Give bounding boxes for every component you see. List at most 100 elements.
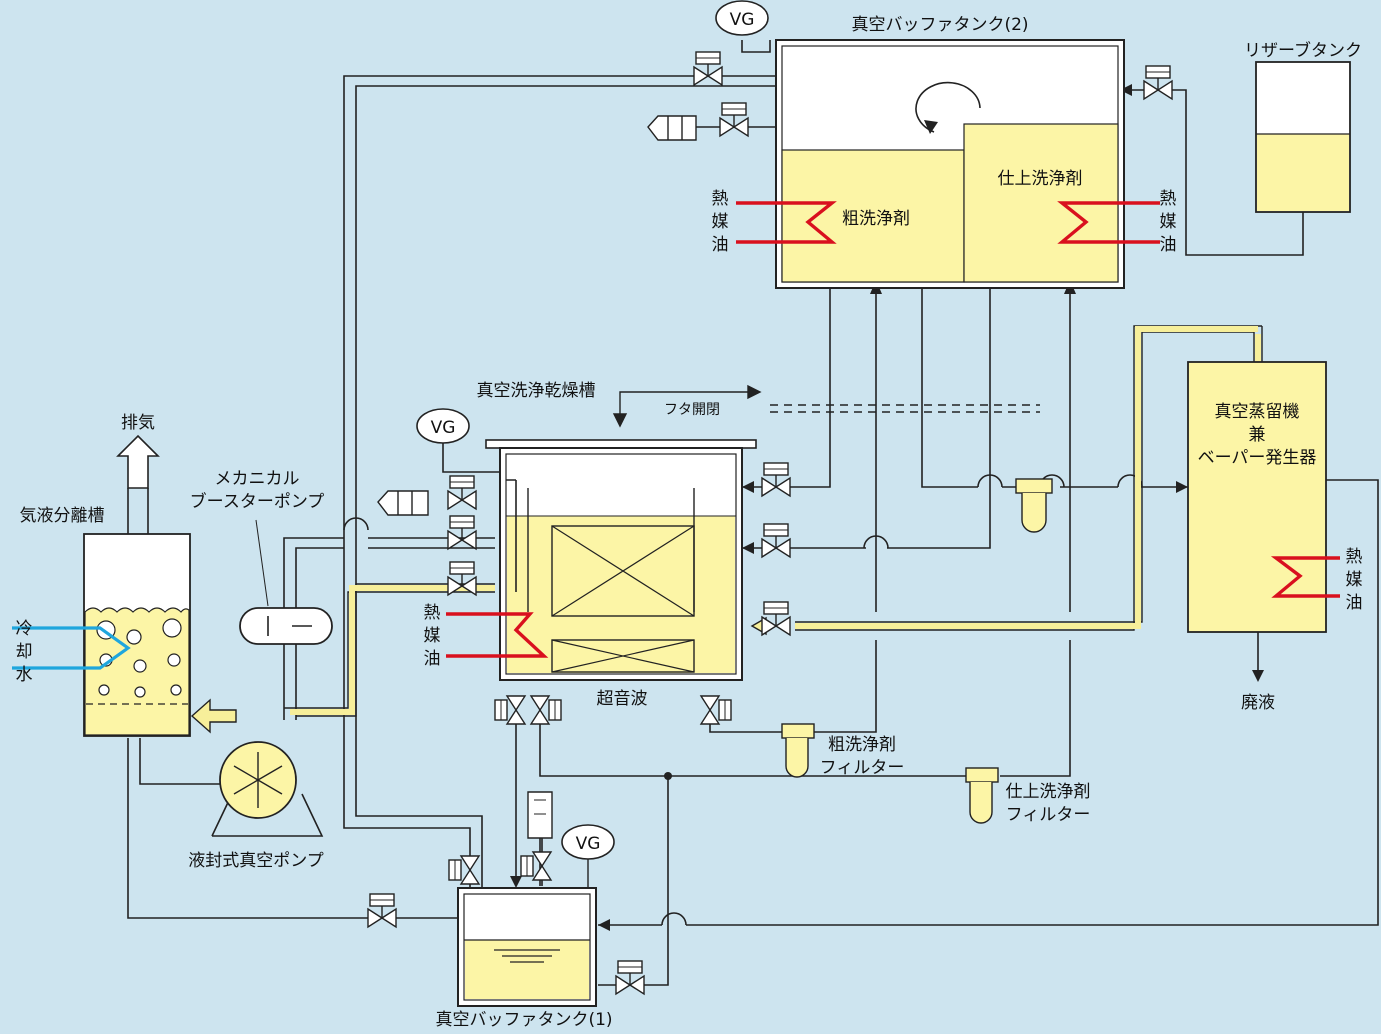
solenoid-valve [761,523,791,559]
heat-oil-label-2: 熱 媒 油 [1160,189,1177,255]
svg-text:油: 油 [712,235,729,255]
svg-text:却: 却 [16,642,33,662]
drain-valve [448,855,481,885]
svg-text:メカニカル: メカニカル [215,469,300,489]
work-basket [551,525,695,617]
rough-detergent-liquid [781,149,965,283]
heat-oil-label-3: 熱 媒 油 [424,603,441,669]
cooling-coil [12,626,131,670]
svg-text:媒: 媒 [424,626,441,646]
waste-liquid-label: 廃液 [1241,693,1275,713]
svg-text:冷: 冷 [16,619,33,639]
solenoid-valve [761,462,791,498]
washer-lid [485,439,757,449]
booster-pump-label: メカニカル ブースターポンプ [190,469,325,512]
solenoid-valve [615,960,645,996]
heater-washer [446,612,549,658]
liquid-ring-pump-label: 液封式真空ポンプ [188,851,324,871]
svg-text:熱: 熱 [712,189,729,209]
overflow-arrow [915,81,981,133]
svg-text:ベーパー発生器: ベーパー発生器 [1198,448,1317,468]
svg-text:粗洗浄剤: 粗洗浄剤 [828,735,896,755]
reserve-tank-label: リザーブタンク [1244,40,1362,61]
ultrasonic-label: 超音波 [597,689,648,709]
drain-valve [699,695,732,725]
svg-text:油: 油 [1160,235,1177,255]
svg-text:VG: VG [431,418,456,438]
svg-text:フィルター: フィルター [820,758,905,778]
vapor-pipe-fill [290,326,1261,715]
buffer-tank-1 [457,791,597,1007]
svg-text:水: 水 [16,665,33,685]
reserve-tank [1255,61,1351,213]
svg-text:仕上洗浄剤: 仕上洗浄剤 [1006,782,1091,802]
valves [367,51,1173,996]
svg-text:VG: VG [730,10,755,30]
solenoid-valve [367,893,397,929]
svg-text:媒: 媒 [712,212,729,232]
rough-filter-return [806,290,877,733]
heat-oil-label-4: 熱 媒 油 [1346,547,1363,613]
solenoid-valve [761,601,791,637]
gas-liquid-separator [12,434,191,737]
heat-oil-label-1: 熱 媒 油 [712,189,729,255]
mechanical-booster-pump [239,519,333,645]
rough-detergent-label: 粗洗浄剤 [842,209,910,229]
drain-valve [529,695,562,725]
distiller-feed-line [921,287,1188,488]
lid-open-label: フタ開閉 [664,402,720,418]
svg-text:真空蒸留機: 真空蒸留機 [1215,402,1300,422]
buffer-tank-2 [775,39,1125,289]
solenoid-valve [447,561,477,597]
finish-filter-return [1000,290,1071,777]
solenoid-valve [447,475,477,511]
bubbles [96,618,182,698]
svg-text:油: 油 [424,649,441,669]
distiller-feed-filter [1015,478,1053,533]
heater-tank2-right [1057,201,1160,244]
drain-valve [520,851,553,881]
vacuum-distiller-unit [1187,361,1327,633]
finish-detergent-label: 仕上洗浄剤 [998,169,1083,189]
heaters [446,201,1340,658]
lid-open-indicator [612,384,1040,428]
svg-text:ブースターポンプ: ブースターポンプ [190,491,325,512]
svg-text:熱: 熱 [1160,189,1177,209]
vg-gauge-top: VG [715,0,769,36]
separator-inlet-arrow [190,698,237,734]
exhaust-arrow [116,434,160,489]
vg-gauge-washer: VG [416,408,470,444]
rough-return-line [742,287,831,488]
liquid-ring-pump [211,741,324,837]
vg-gauge-buffer1: VG [561,824,615,888]
svg-text:フィルター: フィルター [1006,805,1091,825]
finish-detergent-filter [965,767,999,824]
buffer-tank-1-label: 真空バッファタンク(1) [435,1010,612,1029]
exhaust-label: 排気 [121,413,155,433]
solenoid-valve [693,51,723,87]
svg-text:媒: 媒 [1346,570,1363,590]
solenoid-valve [1143,65,1173,101]
finish-filter-label: 仕上洗浄剤 フィルター [1006,782,1091,825]
rough-detergent-filter [781,723,815,778]
vacuum-wash-dry-tank [485,439,757,681]
rough-filter-label: 粗洗浄剤 フィルター [820,735,905,778]
ultrasonic-transducer [551,639,695,673]
svg-text:熱: 熱 [424,603,441,623]
vacuum-main-pipe [343,75,780,890]
heater-distiller [1270,556,1340,598]
buffer-tank-2-label: 真空バッファタンク(2) [851,15,1028,35]
solenoid-valve [719,102,749,138]
heater-tank2-left [736,201,837,244]
svg-text:熱: 熱 [1346,547,1363,567]
drain-valve [494,695,527,725]
vent-silencers [377,115,697,516]
svg-text:VG: VG [576,834,601,854]
svg-text:媒: 媒 [1160,212,1177,232]
svg-text:油: 油 [1346,593,1363,613]
separator-label: 気液分離槽 [20,506,105,526]
cooling-water-label: 冷 却 水 [16,619,33,685]
pipe-crossover [343,517,369,531]
